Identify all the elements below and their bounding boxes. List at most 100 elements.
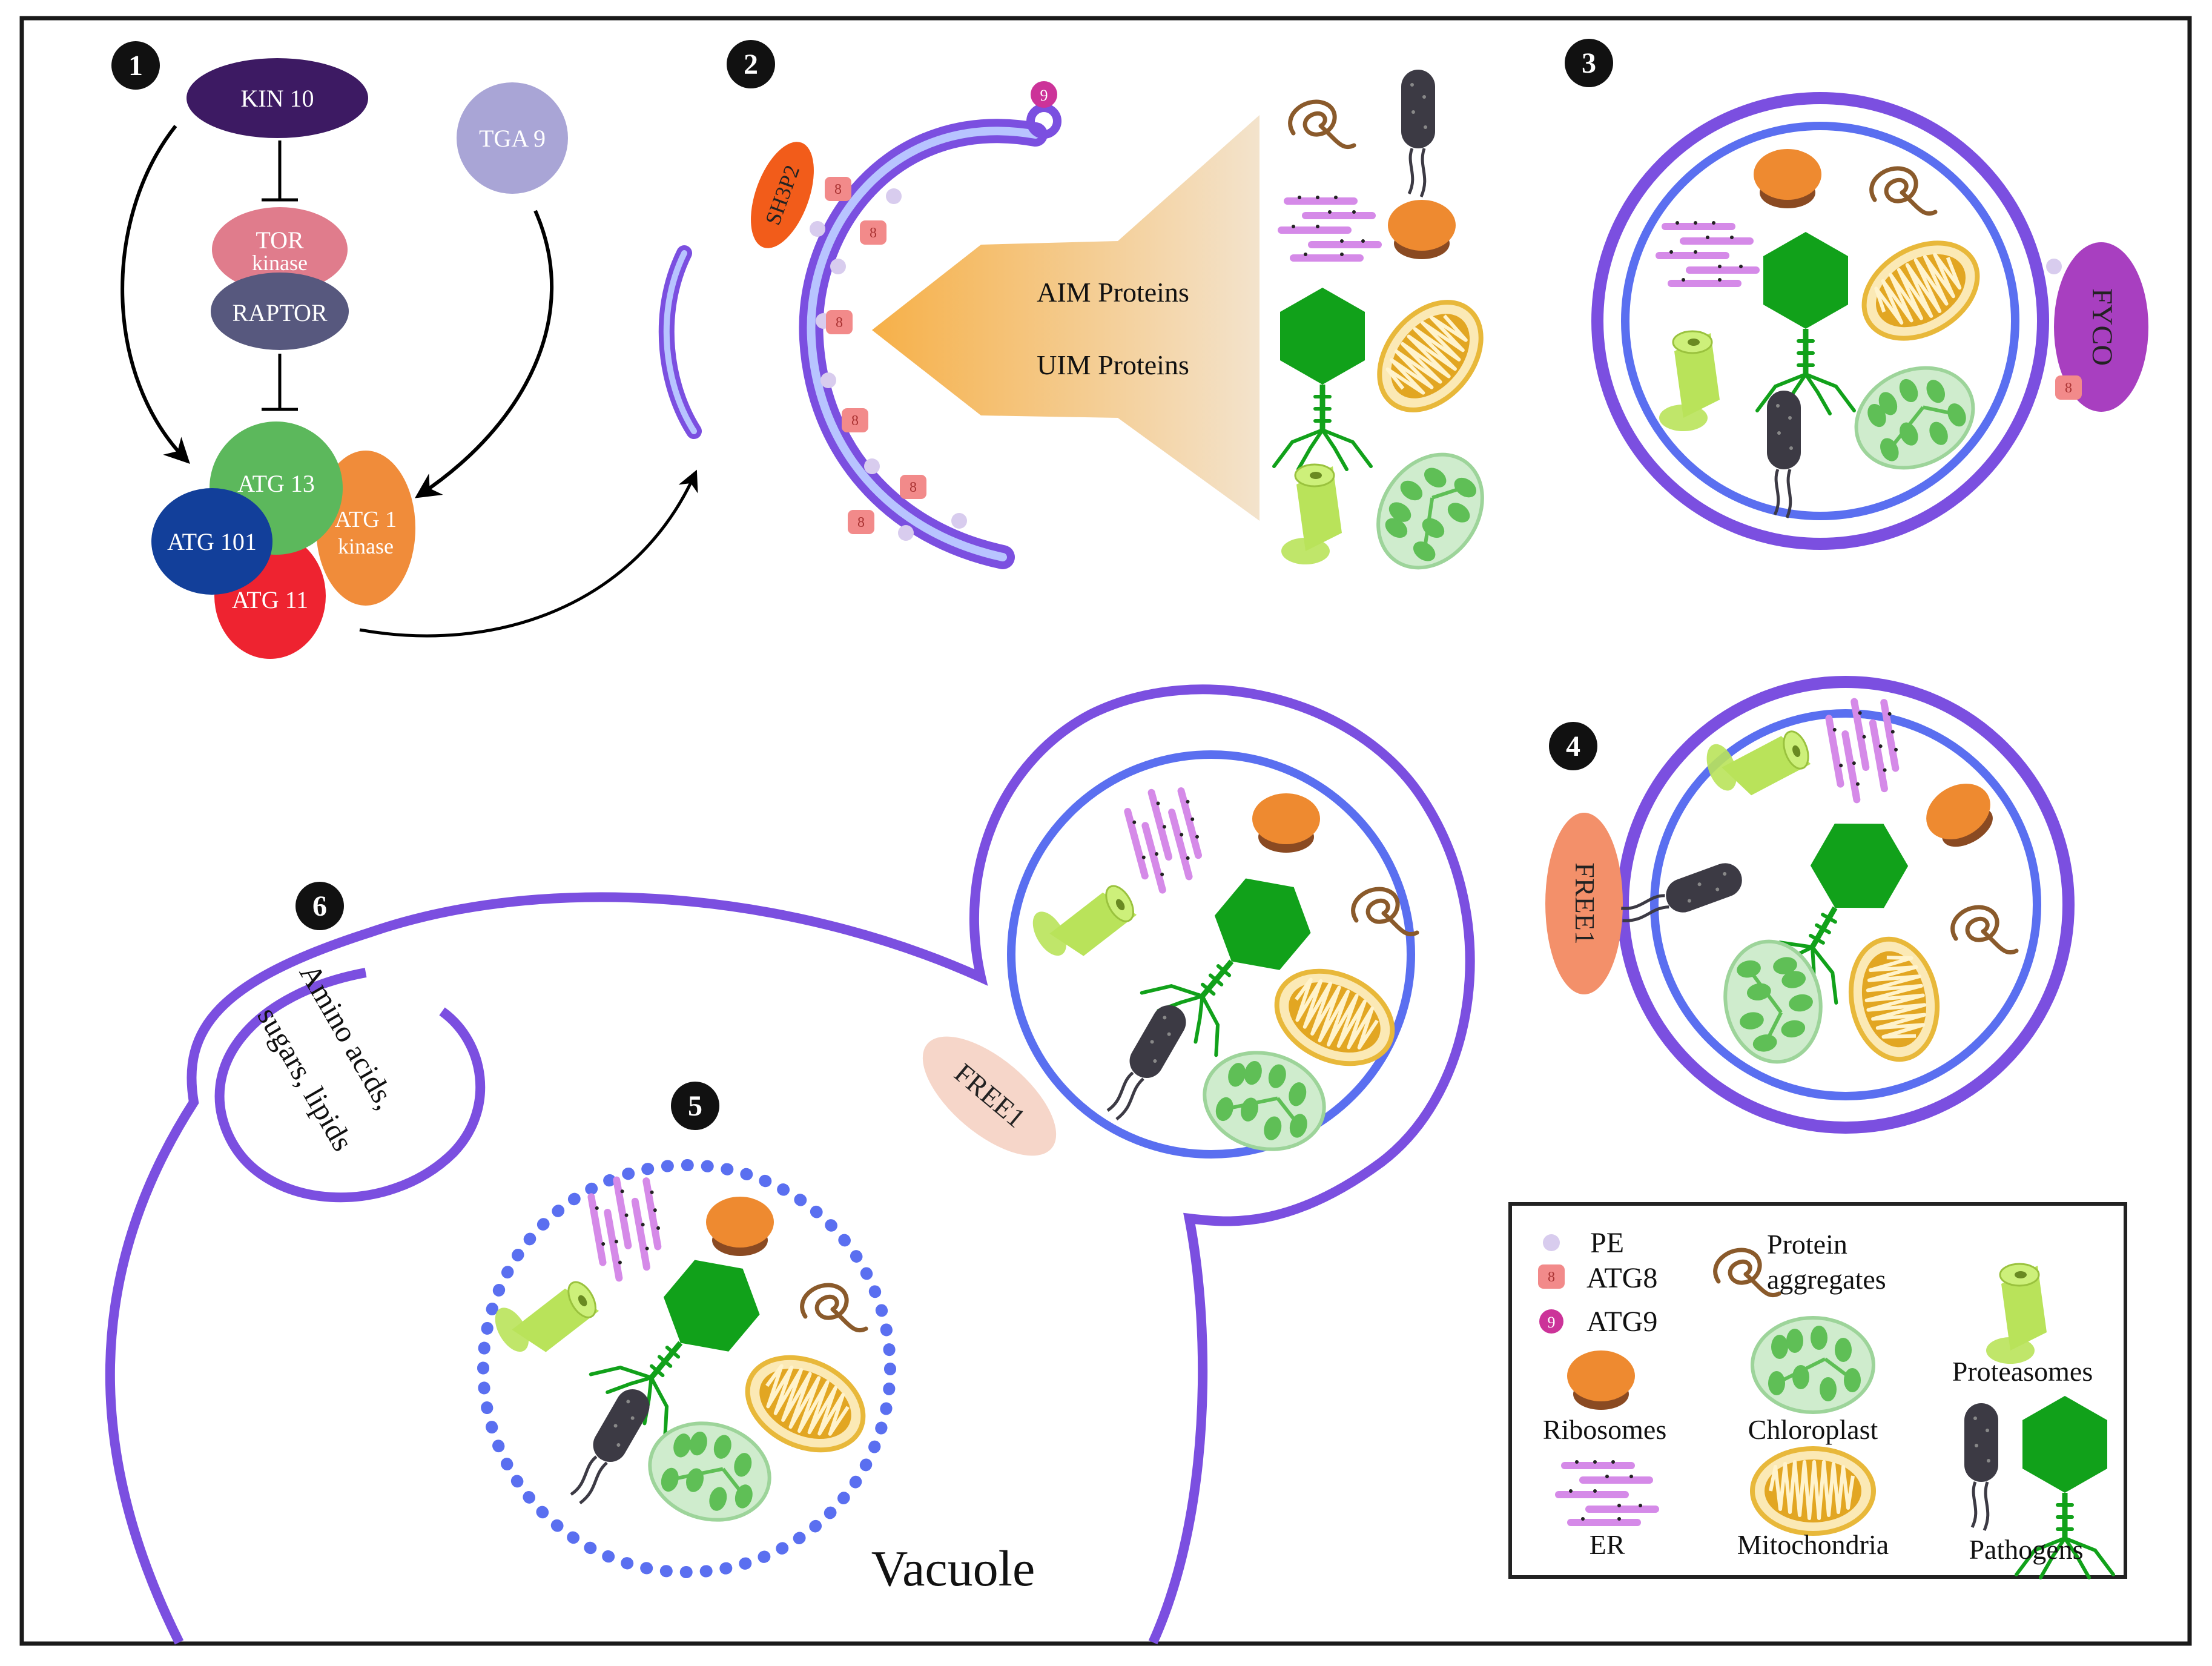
tga9-label: TGA 9: [479, 125, 546, 152]
atg8-marker: [2055, 375, 2082, 400]
er-icon: [1124, 784, 1210, 893]
atg-to-phagophore-arrow: [359, 469, 698, 638]
legend-atg8-icon: [1538, 1264, 1565, 1289]
er-icon: [589, 1174, 667, 1280]
legend-atg9-number: 9: [1548, 1314, 1556, 1331]
step-number-1: 1: [128, 50, 143, 82]
autophagosome-inner-membrane: [1650, 709, 2041, 1100]
legend-proteasomes-label: Proteasomes: [1952, 1356, 2093, 1387]
kin10-label: KIN 10: [240, 85, 314, 112]
ribosome-icon: [1388, 200, 1456, 259]
step-badge-5: [671, 1082, 719, 1130]
atg1-label: ATG 1: [335, 507, 397, 532]
pathogen-bacterium-icon: [1099, 999, 1192, 1126]
pe-markers: [810, 188, 967, 541]
legend: PE ATG8 9 ATG9 Ribosomes ER Protein aggr…: [1508, 1202, 2127, 1578]
tga9-to-atg1-arrow: [415, 210, 554, 498]
chloroplast-icon: [639, 1410, 781, 1533]
tga9-node: [457, 82, 568, 194]
nutrient-efflux-membrane: [214, 968, 486, 1203]
step-number-2: 2: [744, 48, 758, 81]
step-number-5: 5: [688, 1090, 702, 1122]
legend-atg8-label: ATG8: [1586, 1262, 1657, 1294]
step-badge-1: [111, 41, 160, 90]
er-icon: [1281, 196, 1378, 258]
mitochondria-icon: [1847, 223, 1994, 357]
pathogen-phage-icon: [1274, 288, 1371, 469]
atg8-marker: [826, 310, 853, 334]
atg8-marker: [848, 510, 874, 534]
panel-6-nutrient-recycling: 6 Amino acids, sugars, lipids: [214, 882, 486, 1203]
autophagic-body-membrane: [477, 1159, 896, 1578]
proteasome-icon: [1658, 330, 1721, 432]
atg8-marker: [900, 475, 926, 499]
atg101-label: ATG 101: [167, 528, 257, 555]
protein-aggregate-icon: [1872, 168, 1935, 214]
autophagosome-outer-membrane: [1617, 676, 2075, 1134]
receptor-recruitment-arrow: [872, 115, 1260, 521]
panel-3-autophagosome: 3 FYCO: [1565, 39, 2148, 550]
atg1-kinase-label: kinase: [338, 534, 394, 558]
legend-protein-aggregates-line1: Protein: [1767, 1229, 1847, 1260]
fyco-label: FYCO: [2086, 288, 2118, 366]
atg9-marker-number: 9: [1040, 87, 1048, 104]
sh3p2-node: [751, 142, 814, 248]
tor-kinase-label: kinase: [252, 251, 308, 275]
kin10-to-atg-arrow: [121, 125, 190, 464]
chloroplast-icon: [1193, 1040, 1335, 1162]
free1-vacuole-node: [922, 1036, 1057, 1156]
legend-mitochondria-icon: [1752, 1449, 1874, 1533]
panel-2-cargo-recognition: 2 SH3P2 8 9 AIM Proteins UIM Proteins: [727, 40, 1504, 588]
proteasome-icon: [487, 1264, 606, 1369]
atg11-label: ATG 11: [232, 586, 308, 613]
legend-atg9-label: ATG9: [1586, 1306, 1657, 1338]
step-badge-2: [727, 40, 775, 88]
legend-pe-icon: [1543, 1234, 1560, 1251]
pathogen-bacterium-icon: [1767, 391, 1801, 518]
ribosome-icon: [706, 1197, 774, 1256]
panel-1-signaling: 1 KIN 10 TGA 9 TOR kinase RAPTOR ATG 13 …: [111, 41, 698, 659]
chloroplast-icon: [1840, 349, 1989, 486]
ribosome-icon: [1754, 149, 1821, 208]
tor-kinase-node: [212, 207, 348, 292]
free1-node: [1545, 813, 1623, 994]
legend-er-label: ER: [1590, 1529, 1625, 1560]
free1-label: FREE1: [1570, 862, 1600, 944]
step-badge-4: [1549, 722, 1597, 770]
pathogen-bacterium-icon: [1401, 70, 1435, 197]
vacuole-label: Vacuole: [871, 1541, 1035, 1597]
autophagosome-outer-membrane: [1591, 92, 2049, 550]
mitochondria-icon: [1842, 932, 1947, 1066]
raptor-label: RAPTOR: [232, 299, 327, 326]
atg8-marker: [842, 408, 868, 432]
atg8-marker: [825, 177, 851, 201]
step-number-4: 4: [1566, 730, 1580, 762]
proteasome-icon: [1280, 463, 1343, 566]
tor-label: TOR: [256, 226, 304, 254]
atg9-vesicle: [1026, 104, 1061, 139]
legend-chloroplast-label: Chloroplast: [1748, 1414, 1878, 1445]
legend-pathogens-label: Pathogens: [1969, 1534, 2083, 1565]
panel-5-vacuole: FREE1 5 Vacuole: [105, 684, 1475, 1645]
pathogen-phage-icon: [1757, 232, 1854, 414]
pathogen-bacterium-icon: [563, 1383, 655, 1510]
aim-proteins-label: AIM Proteins: [1037, 277, 1189, 308]
autophagosome-inner-membrane: [1621, 122, 2019, 520]
panel-4-fusion: 4 FREE1: [1545, 676, 2075, 1134]
legend-atg9-icon: [1539, 1309, 1563, 1334]
mitochondria-icon: [1359, 282, 1502, 429]
legend-protein-aggregates-line2: aggregates: [1767, 1264, 1886, 1295]
er-icon: [1659, 221, 1756, 283]
atg13-label: ATG 13: [237, 470, 315, 497]
atg101-node: [151, 488, 272, 595]
vacuole-membrane: [105, 684, 1475, 1645]
legend-mitochondria-label: Mitochondria: [1737, 1529, 1889, 1560]
chloroplast-icon: [1357, 434, 1504, 587]
protein-aggregate-icon: [802, 1285, 866, 1330]
legend-ribosome-icon: [1567, 1350, 1635, 1410]
kin10-node: [187, 58, 368, 138]
legend-ribosomes-label: Ribosomes: [1543, 1414, 1666, 1445]
step-number-3: 3: [1582, 47, 1596, 79]
raptor-node: [211, 273, 349, 350]
